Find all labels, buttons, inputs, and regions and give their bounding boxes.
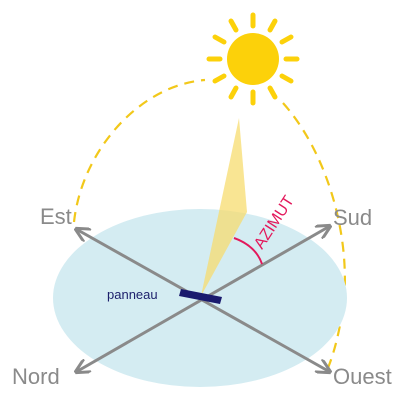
label-west: Ouest — [333, 364, 392, 389]
sun-path-arc — [72, 78, 206, 223]
label-south: Sud — [333, 205, 372, 230]
label-panel: panneau — [107, 287, 158, 302]
sun-icon — [206, 12, 300, 106]
sun-path-arc — [282, 102, 346, 369]
label-north: Nord — [12, 364, 60, 389]
azimuth-arc — [233, 237, 263, 265]
label-east: Est — [40, 204, 72, 229]
solar-panel-icon — [179, 289, 222, 304]
